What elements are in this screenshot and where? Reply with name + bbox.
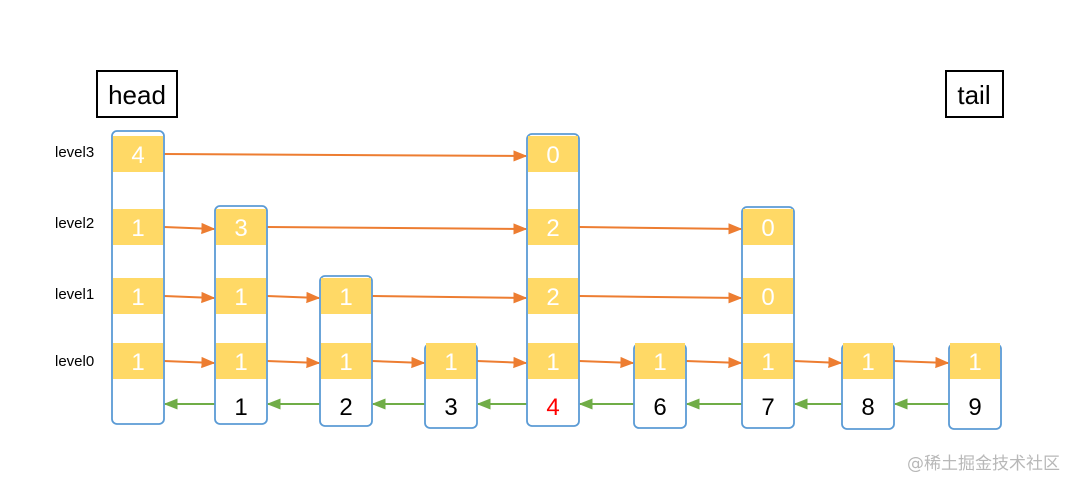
- span-value: 0: [761, 215, 774, 242]
- span-cell: [743, 278, 793, 314]
- forward-arrow: [893, 356, 950, 369]
- forward-arrow: [266, 356, 321, 369]
- forward-arrow: [163, 356, 216, 369]
- span-value: 1: [761, 349, 774, 376]
- span-value: 2: [546, 284, 559, 311]
- span-cell: [113, 278, 163, 314]
- watermark: @稀土掘金技术社区: [907, 454, 1060, 474]
- node-2: 1 1 2: [319, 275, 373, 427]
- node-key: 4: [546, 394, 559, 421]
- node-5: 16: [633, 343, 687, 429]
- node-6: 1 0 0 7: [741, 206, 795, 429]
- level-label-1: level1: [55, 286, 94, 303]
- span-cell: [216, 278, 266, 314]
- span-value: 4: [131, 142, 144, 169]
- forward-arrow: [163, 150, 528, 162]
- span-value: 1: [234, 284, 247, 311]
- span-cell: [635, 343, 685, 379]
- node-key: 3: [444, 394, 457, 421]
- span-value: 3: [234, 215, 247, 242]
- pointer-arrows: [163, 150, 950, 410]
- forward-arrow: [685, 356, 743, 369]
- span-value: 1: [546, 349, 559, 376]
- span-cell: [950, 343, 1000, 379]
- span-cell: [743, 209, 793, 245]
- forward-arrow: [266, 223, 528, 235]
- node-key: 9: [968, 394, 981, 421]
- span-cell: [528, 136, 578, 172]
- span-value: 1: [234, 349, 247, 376]
- span-cell: [321, 343, 371, 379]
- forward-arrow: [163, 291, 216, 304]
- node-frame: [111, 130, 165, 425]
- span-cell: [743, 343, 793, 379]
- span-value: 0: [761, 284, 774, 311]
- span-cell: [426, 343, 476, 379]
- node-key: 6: [653, 394, 666, 421]
- level-label-0: level0: [55, 353, 94, 370]
- span-value: 1: [131, 215, 144, 242]
- node-key: 1: [234, 394, 247, 421]
- span-value: 1: [968, 349, 981, 376]
- span-value: 2: [546, 215, 559, 242]
- node-key: 2: [339, 394, 352, 421]
- span-cell: [113, 136, 163, 172]
- span-value: 1: [861, 349, 874, 376]
- node-0: 1 1 1 4: [111, 130, 165, 425]
- span-value: 1: [131, 284, 144, 311]
- forward-arrow: [163, 222, 216, 235]
- forward-arrow: [793, 356, 843, 369]
- span-cell: [113, 343, 163, 379]
- head-box: head: [96, 70, 178, 118]
- span-cell: [528, 209, 578, 245]
- span-cell: [321, 278, 371, 314]
- span-cell: [843, 343, 893, 379]
- head-label: head: [108, 80, 166, 110]
- span-value: 1: [131, 349, 144, 376]
- span-cell: [216, 343, 266, 379]
- forward-arrow: [578, 356, 635, 369]
- forward-arrow: [578, 292, 743, 304]
- node-4: 1 2 2 0 4: [526, 133, 580, 427]
- level-label-2: level2: [55, 215, 94, 232]
- span-value: 1: [653, 349, 666, 376]
- span-value: 0: [546, 142, 559, 169]
- span-cell: [216, 209, 266, 245]
- forward-arrow: [371, 356, 426, 369]
- span-cell: [528, 278, 578, 314]
- span-cell: [528, 343, 578, 379]
- node-7: 18: [841, 343, 895, 430]
- forward-arrow: [476, 356, 528, 369]
- forward-arrow: [578, 223, 743, 235]
- tail-label: tail: [957, 80, 990, 110]
- span-value: 1: [339, 349, 352, 376]
- node-1: 1 1 3 1: [214, 205, 268, 425]
- span-value: 1: [339, 284, 352, 311]
- node-key: 8: [861, 394, 874, 421]
- forward-arrow: [266, 291, 321, 304]
- node-key: 7: [761, 394, 774, 421]
- span-cell: [113, 209, 163, 245]
- span-value: 1: [444, 349, 457, 376]
- level-label-3: level3: [55, 144, 94, 161]
- node-3: 13: [424, 343, 478, 429]
- forward-arrow: [371, 292, 528, 304]
- node-8: 19: [948, 343, 1002, 430]
- tail-box: tail: [945, 70, 1004, 118]
